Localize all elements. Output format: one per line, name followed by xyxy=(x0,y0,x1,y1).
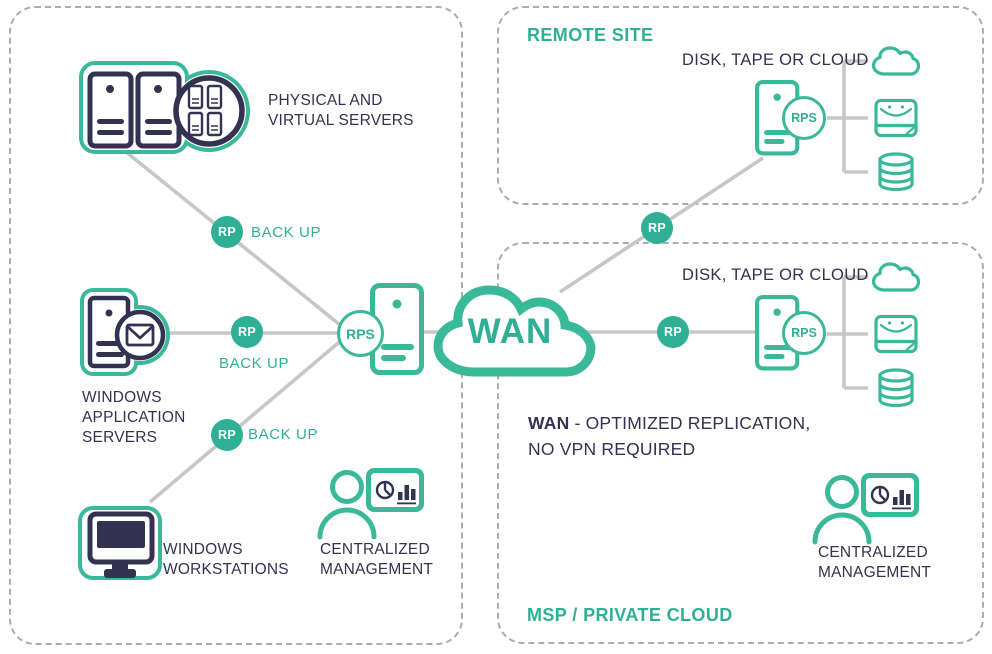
rp-node-servers: RP xyxy=(211,216,243,248)
backup-label-3: BACK UP xyxy=(248,426,319,443)
rp-node-msp: RP xyxy=(657,316,689,348)
rp-node-appservers: RP xyxy=(231,316,263,348)
backup-label-1: BACK UP xyxy=(251,224,322,241)
centralized-management-icon-right xyxy=(815,473,919,542)
rp-node-remote: RP xyxy=(641,212,673,244)
windows-app-servers-label: WINDOWS APPLICATION SERVERS xyxy=(82,389,186,446)
centralized-management-icon-left xyxy=(320,468,424,537)
windows-app-server-icon xyxy=(80,288,170,376)
wan-description-rest: - OPTIMIZED REPLICATION, xyxy=(569,413,811,433)
centralized-management-label-left: CENTRALIZED MANAGEMENT xyxy=(320,541,434,578)
physical-virtual-servers-icon xyxy=(79,61,250,154)
storage-icons-msp xyxy=(871,262,921,408)
msp-private-cloud-title: MSP / PRIVATE CLOUD xyxy=(527,605,733,625)
wan-description: WAN - OPTIMIZED REPLICATION, NO VPN REQU… xyxy=(528,410,810,462)
centralized-management-label-right: CENTRALIZED MANAGEMENT xyxy=(818,544,932,581)
panel-msp-private-cloud xyxy=(497,242,984,644)
workstation-icon xyxy=(78,506,162,580)
vm-circle-icon xyxy=(173,75,245,147)
backup-label-2: BACK UP xyxy=(219,355,290,372)
storage-label-msp: DISK, TAPE OR CLOUD xyxy=(682,266,869,284)
physical-virtual-servers-label: PHYSICAL AND VIRTUAL SERVERS xyxy=(268,92,414,129)
storage-bracket-msp xyxy=(827,275,868,390)
wan-description-bold: WAN xyxy=(528,413,570,433)
connection-line-workstations-to-rps xyxy=(148,331,352,504)
rps-node-remote: RPS xyxy=(782,96,826,140)
storage-icons-remote xyxy=(871,46,921,192)
storage-label-remote: DISK, TAPE OR CLOUD xyxy=(682,51,869,69)
rp-node-workstations: RP xyxy=(211,419,243,451)
remote-site-title: REMOTE SITE xyxy=(527,25,654,45)
email-icon xyxy=(125,323,155,347)
windows-workstations-label: WINDOWS WORKSTATIONS xyxy=(163,541,289,578)
wan-cloud-label: WAN xyxy=(467,312,553,351)
storage-bracket-remote xyxy=(827,59,868,174)
rps-node-msp: RPS xyxy=(782,311,826,355)
panel-remote-site xyxy=(497,6,984,205)
wan-description-line2: NO VPN REQUIRED xyxy=(528,439,696,459)
rps-node-primary: RPS xyxy=(337,310,384,357)
